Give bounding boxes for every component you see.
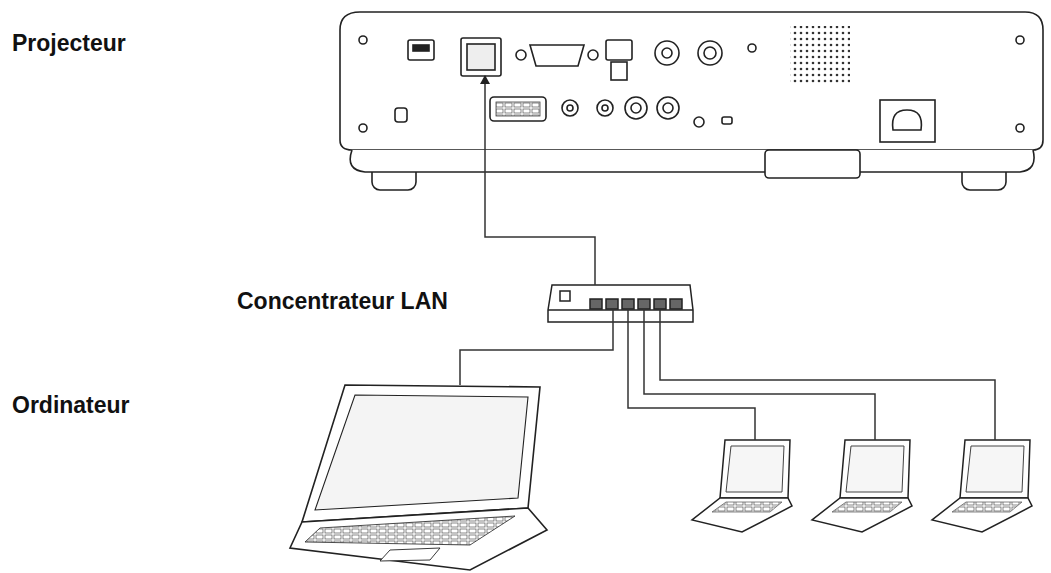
computer-node: Ordinateur bbox=[295, 385, 545, 570]
laptop-drawing bbox=[290, 385, 547, 570]
device-label: Projecteur bbox=[12, 31, 126, 56]
projector-drawing bbox=[340, 12, 1043, 190]
device-label: Concentrateur LAN bbox=[237, 289, 448, 314]
lan-hub-node: Concentrateur LAN bbox=[548, 285, 693, 322]
lan-cable bbox=[460, 309, 613, 385]
projector-node: Projecteur bbox=[340, 12, 1045, 172]
small-laptops bbox=[692, 440, 1032, 532]
lan-hub-drawing bbox=[548, 285, 693, 322]
lan-cable bbox=[485, 76, 595, 285]
lan-cables bbox=[628, 309, 995, 440]
device-label: Ordinateur bbox=[12, 393, 130, 418]
